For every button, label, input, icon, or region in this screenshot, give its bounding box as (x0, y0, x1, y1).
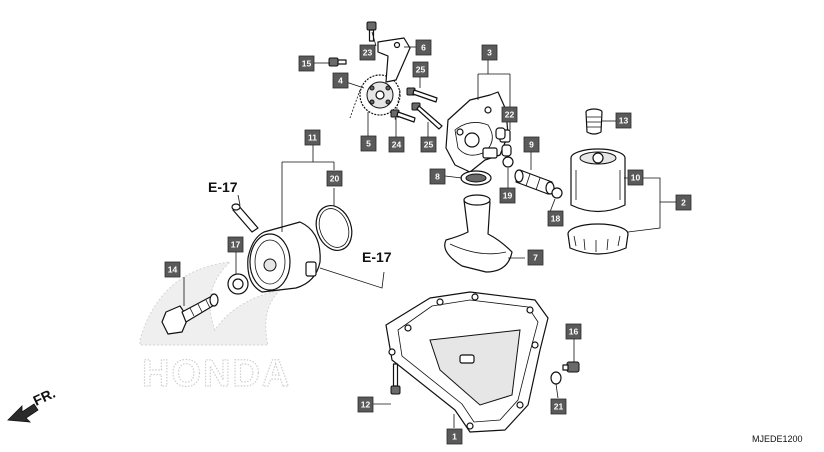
callout-25-upper-label: 25 (416, 65, 426, 75)
callout-18-label: 18 (551, 214, 561, 224)
callout-9[interactable]: 9 (523, 136, 540, 153)
callout-6[interactable]: 6 (415, 39, 432, 56)
callout-17-label: 17 (231, 240, 241, 250)
callout-23-label: 23 (363, 48, 373, 58)
reference-e17-top[interactable]: E-17 (208, 179, 238, 195)
callout-3-label: 3 (487, 48, 492, 58)
callout-7[interactable]: 7 (527, 249, 544, 266)
callout-2[interactable]: 2 (675, 194, 692, 211)
callout-24-label: 24 (392, 140, 402, 150)
callout-25-upper[interactable]: 25 (412, 61, 429, 78)
oil-filter-cup[interactable] (567, 223, 629, 255)
callout-15[interactable]: 15 (298, 55, 315, 72)
bolt-24[interactable] (390, 109, 416, 123)
bolt-12[interactable] (390, 363, 401, 395)
front-direction-indicator: FR. (7, 385, 58, 423)
bolt-25-lower[interactable] (411, 102, 443, 130)
callout-4-label: 4 (338, 76, 343, 86)
leader-lines (183, 31, 676, 428)
callout-1[interactable]: 1 (446, 428, 463, 445)
callout-12[interactable]: 12 (357, 396, 374, 413)
callout-19-label: 19 (503, 191, 513, 201)
callout-11[interactable]: 11 (304, 129, 321, 146)
callout-22-label: 22 (505, 110, 515, 120)
drain-bolt[interactable] (562, 361, 580, 373)
callout-5[interactable]: 5 (360, 135, 377, 152)
callout-19[interactable]: 19 (499, 187, 516, 204)
washer-21[interactable] (550, 371, 562, 385)
oil-cooler-bolt[interactable] (161, 293, 219, 335)
washer-17[interactable] (227, 273, 249, 295)
oil-cooler[interactable] (231, 203, 321, 293)
brand-watermark-text: HONDA (142, 353, 291, 395)
dowel-pins[interactable] (495, 127, 512, 157)
callout-1-label: 1 (452, 432, 457, 442)
callout-23[interactable]: 23 (359, 44, 376, 61)
front-arrow-icon (7, 403, 39, 423)
callout-16-label: 16 (569, 327, 579, 337)
callout-9-label: 9 (529, 140, 534, 150)
oil-pump[interactable] (445, 91, 511, 173)
callout-3[interactable]: 3 (481, 44, 498, 61)
o-ring-20[interactable] (310, 201, 358, 256)
o-ring-19[interactable] (502, 156, 514, 168)
callout-6-label: 6 (421, 43, 426, 53)
oil-filter[interactable] (570, 148, 626, 213)
callout-17[interactable]: 17 (227, 236, 244, 253)
callout-10[interactable]: 10 (627, 169, 644, 186)
callout-25-lower-label: 25 (424, 140, 434, 150)
callout-20-label: 20 (330, 174, 340, 184)
callout-22[interactable]: 22 (501, 106, 518, 123)
oil-pan[interactable] (385, 291, 549, 433)
callout-16[interactable]: 16 (565, 323, 582, 340)
callout-4[interactable]: 4 (332, 72, 349, 89)
reference-e17-right[interactable]: E-17 (362, 249, 392, 265)
callout-8[interactable]: 8 (429, 168, 446, 185)
callout-7-label: 7 (533, 253, 538, 263)
o-ring-18[interactable] (551, 187, 563, 199)
callout-12-label: 12 (361, 400, 371, 410)
callout-18[interactable]: 18 (547, 210, 564, 227)
diagram-code: MJEDE1200 (752, 434, 803, 444)
callout-14[interactable]: 14 (164, 261, 181, 278)
callout-21[interactable]: 21 (550, 398, 567, 415)
bolt-25-upper[interactable] (406, 87, 438, 103)
callout-20[interactable]: 20 (326, 170, 343, 187)
pump-drive-sprocket[interactable] (349, 74, 401, 121)
oil-pipe[interactable] (514, 169, 555, 195)
oil-strainer[interactable] (585, 108, 603, 135)
callout-15-label: 15 (302, 59, 312, 69)
callout-11-label: 11 (308, 133, 317, 143)
callout-21-label: 21 (554, 402, 564, 412)
callout-2-label: 2 (681, 198, 686, 208)
seal-ring[interactable] (460, 170, 492, 186)
bolt-15[interactable] (328, 57, 347, 67)
bolt-23[interactable] (366, 21, 377, 42)
callout-13[interactable]: 13 (615, 112, 632, 129)
chain-guide[interactable] (377, 37, 411, 83)
callout-13-label: 13 (619, 116, 629, 126)
callout-14-label: 14 (168, 265, 178, 275)
callout-25-lower[interactable]: 25 (420, 136, 437, 153)
callout-5-label: 5 (366, 139, 371, 149)
callout-24[interactable]: 24 (388, 136, 405, 153)
front-direction-label: FR. (31, 385, 58, 409)
callout-10-label: 10 (631, 173, 641, 183)
oil-pickup-strainer[interactable] (444, 194, 513, 273)
callout-8-label: 8 (435, 172, 440, 182)
